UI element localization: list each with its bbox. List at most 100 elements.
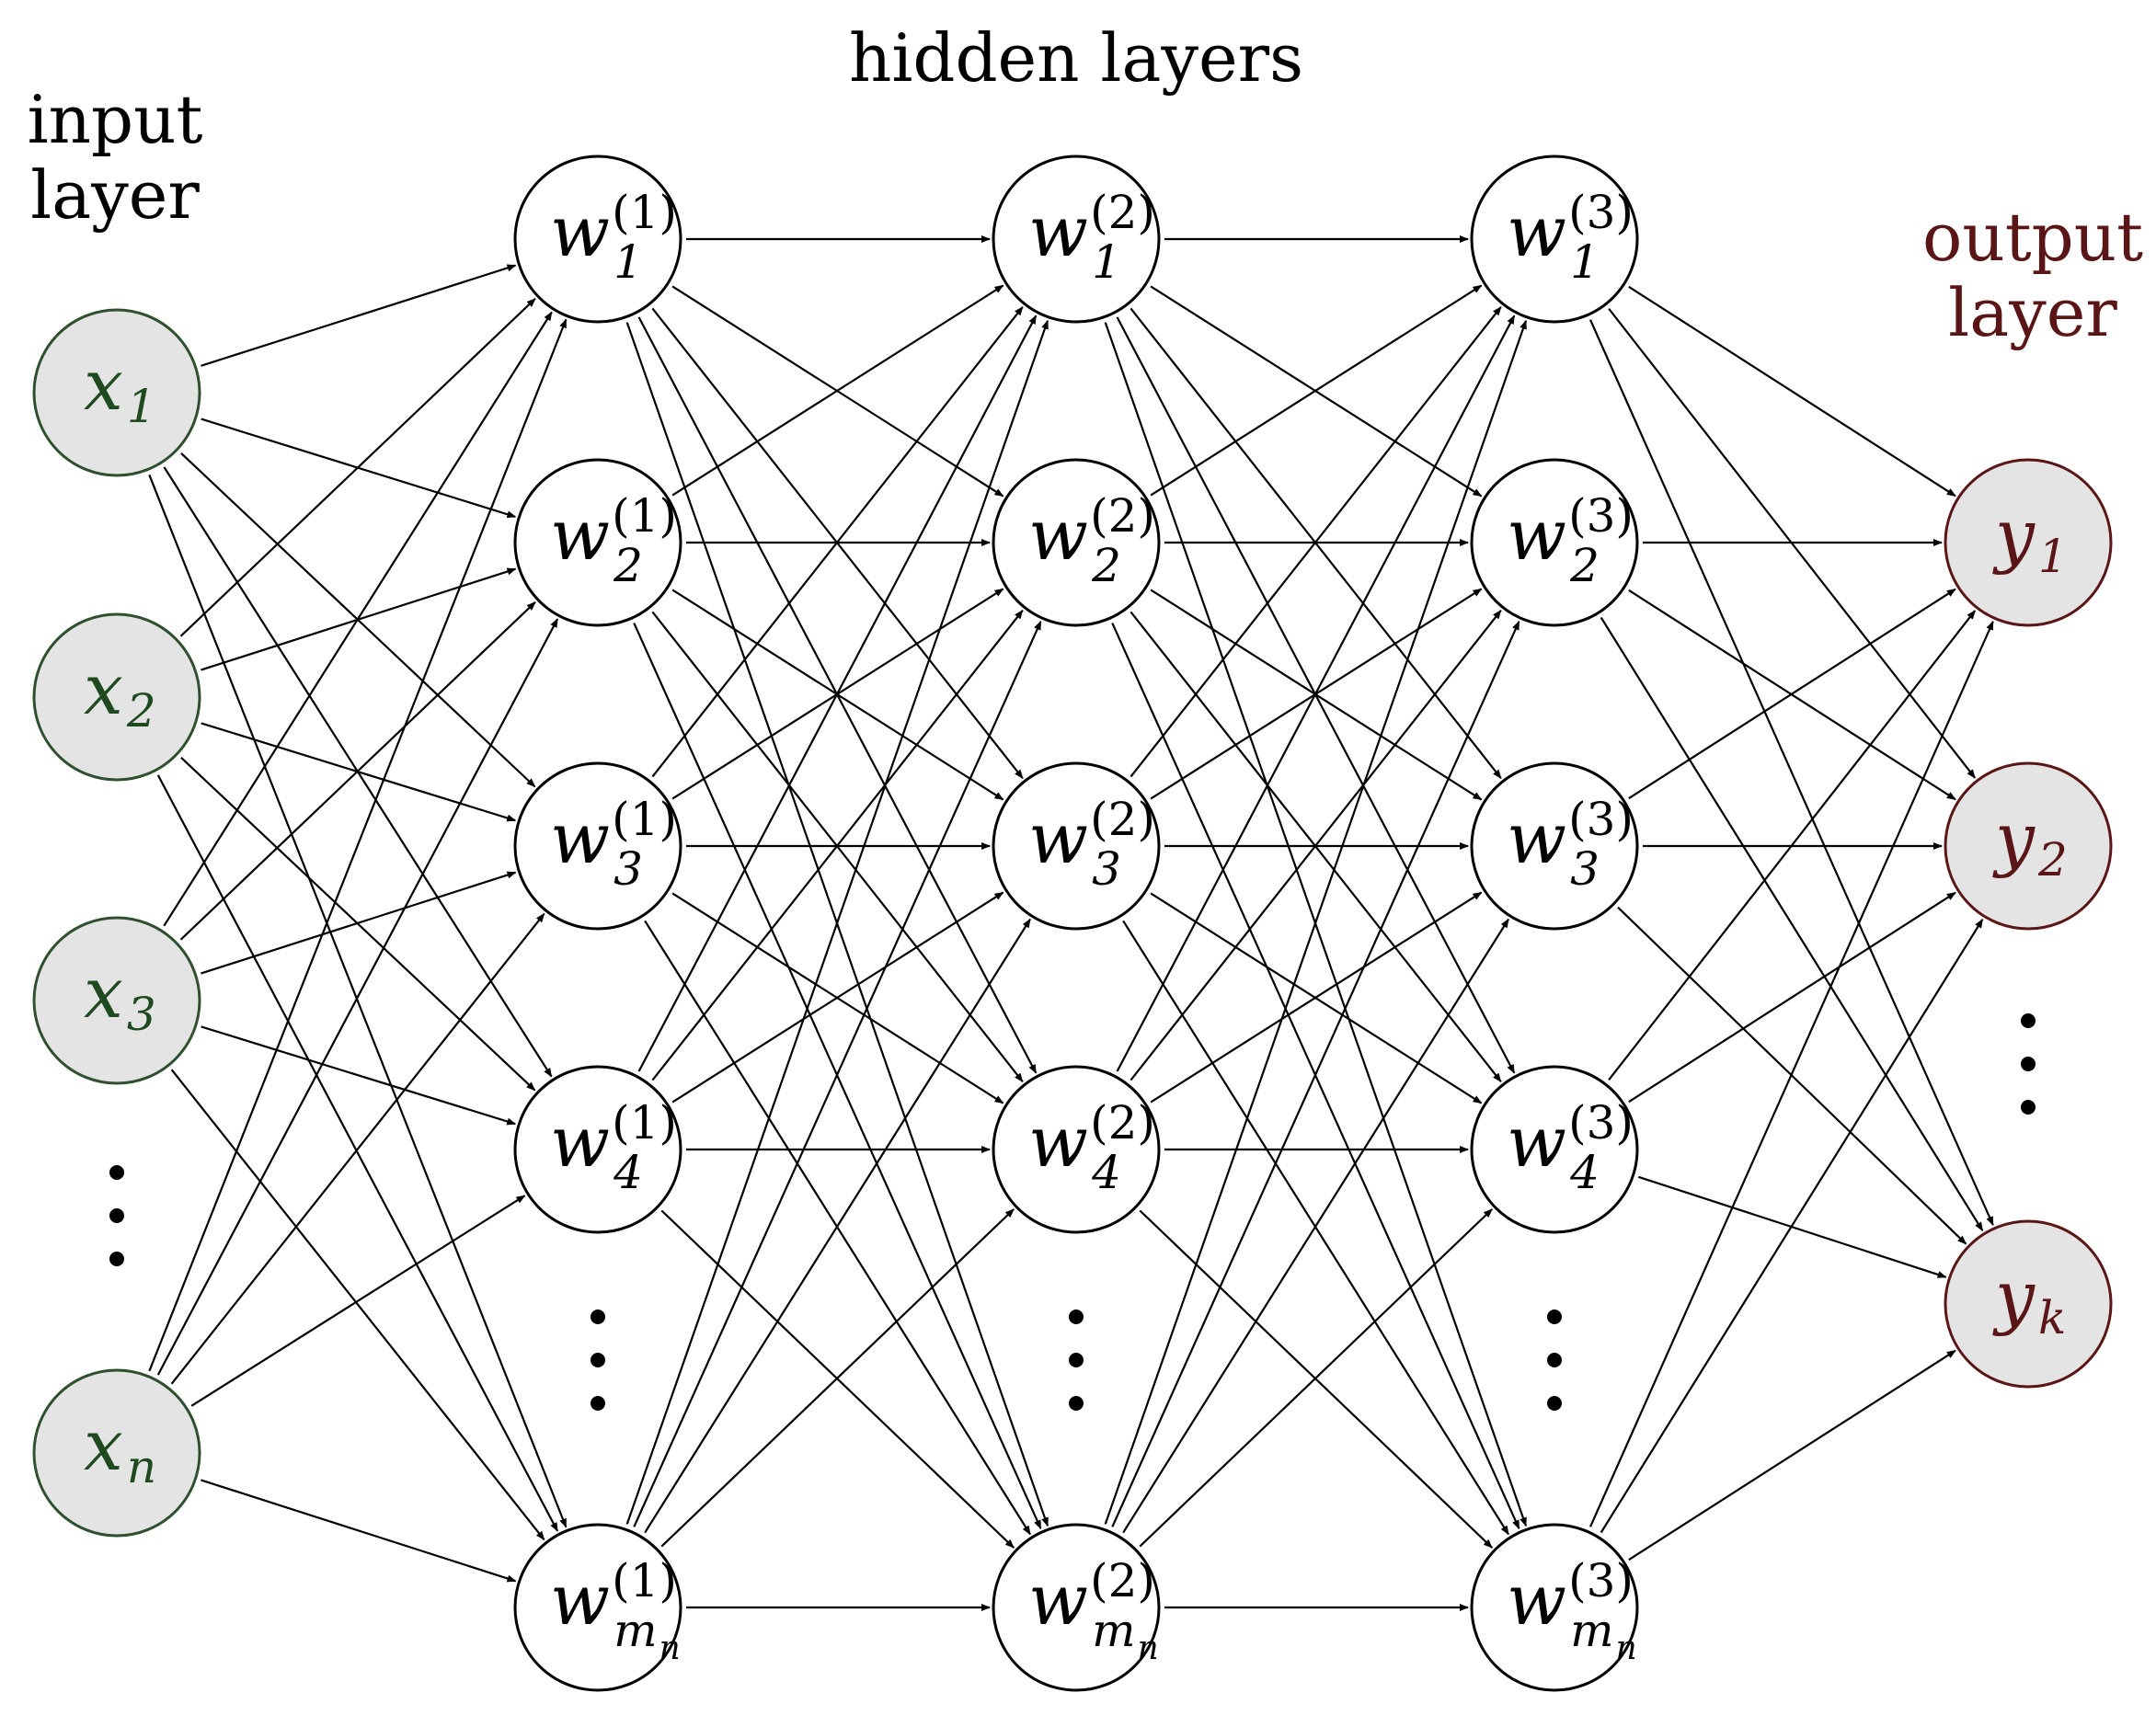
node-label: xn bbox=[84, 1404, 156, 1493]
node-label-subscript: 1 bbox=[127, 380, 156, 433]
vertical-ellipsis-icon bbox=[1069, 1310, 1084, 1411]
edge-h1-4-to-h2-3 bbox=[660, 1208, 1015, 1548]
node-circle bbox=[1944, 458, 2113, 627]
node-label-superscript: (3) bbox=[1568, 1096, 1634, 1149]
node-label-main: w bbox=[1028, 797, 1088, 879]
edge-input-1-to-h1-4 bbox=[156, 774, 559, 1532]
node-label-superscript: (3) bbox=[1568, 793, 1634, 846]
edge-input-3-to-h1-1 bbox=[156, 618, 559, 1376]
edge-h2-4-to-h3-3 bbox=[1139, 1208, 1493, 1548]
node-label-subscript: m bbox=[614, 1604, 657, 1657]
input-node-4: xn bbox=[32, 1368, 201, 1538]
node-label-main: x bbox=[84, 648, 123, 730]
node-label-subscript: 1 bbox=[614, 235, 643, 289]
node-label: w(1)1 bbox=[550, 186, 677, 289]
edge-input-2-to-h1-1 bbox=[179, 601, 536, 941]
input-node-2: x2 bbox=[32, 612, 201, 782]
ellipsis-dot bbox=[1547, 1353, 1562, 1367]
node-label-superscript: (1) bbox=[612, 1554, 677, 1607]
node-circle bbox=[1470, 1523, 1639, 1692]
node-label-subscript: 2 bbox=[1091, 539, 1121, 592]
node-label-main: w bbox=[1507, 1101, 1566, 1183]
node-label-subscript: m bbox=[1092, 1604, 1135, 1657]
output-node-3: yk bbox=[1944, 1219, 2113, 1389]
node-label-main: x bbox=[84, 1404, 123, 1486]
node-label-subscript: k bbox=[2038, 1291, 2066, 1344]
node-label-main: w bbox=[550, 1559, 610, 1641]
hidden-layer-2-node-4: w(2)4 bbox=[992, 1065, 1161, 1234]
node-label-superscript: (3) bbox=[1568, 1554, 1634, 1607]
connection-edges bbox=[148, 235, 1994, 1611]
edge-h1-4-to-h2-2 bbox=[644, 918, 1031, 1534]
node-label-superscript: (2) bbox=[1090, 489, 1155, 543]
node-label-main: w bbox=[1507, 1559, 1566, 1641]
node-label-subscript: 3 bbox=[1570, 842, 1600, 896]
edge-h3-4-to-output-2 bbox=[1628, 1349, 1956, 1561]
node-circle bbox=[992, 1065, 1161, 1234]
vertical-ellipsis-icon bbox=[1547, 1310, 1562, 1411]
node-label-subsubscript: n bbox=[1137, 1630, 1158, 1667]
node-label: w(2)2 bbox=[1028, 489, 1155, 592]
node-label-main: w bbox=[1028, 190, 1088, 272]
ellipsis-dot bbox=[2021, 1100, 2036, 1115]
hidden-layer-1-node-3: w(1)3 bbox=[513, 761, 682, 931]
output-node-2: y2 bbox=[1944, 761, 2113, 931]
input-node-1: x1 bbox=[32, 308, 201, 477]
node-label: w(1)4 bbox=[550, 1096, 677, 1199]
node-circle bbox=[513, 458, 682, 627]
edge-input-2-to-h1-3 bbox=[201, 1025, 517, 1126]
ellipsis-dot bbox=[591, 1353, 605, 1367]
edge-input-3-to-h1-3 bbox=[190, 1195, 526, 1407]
edge-h2-4-to-h3-0 bbox=[1104, 319, 1528, 1525]
node-label-main: x bbox=[84, 344, 123, 426]
hidden-layer-1-node-4: w(1)4 bbox=[513, 1065, 682, 1234]
node-label-superscript: (1) bbox=[612, 186, 677, 239]
node-label: w(2)3 bbox=[1028, 793, 1155, 896]
node-circle bbox=[992, 458, 1161, 627]
edge-h2-1-to-h3-0 bbox=[1150, 284, 1483, 497]
node-label-superscript: (3) bbox=[1568, 186, 1634, 239]
edge-input-2-to-h1-0 bbox=[163, 311, 553, 927]
node-circle bbox=[32, 916, 201, 1085]
node-label: yk bbox=[1992, 1255, 2066, 1344]
hidden-layer-1-node-2: w(1)2 bbox=[513, 458, 682, 627]
node-label: w(3)mn bbox=[1507, 1554, 1637, 1667]
ellipsis-dot bbox=[1547, 1396, 1562, 1411]
ellipsis-dot bbox=[1069, 1353, 1084, 1367]
node-label-subscript: 2 bbox=[126, 684, 156, 738]
edge-h3-2-to-output-0 bbox=[1628, 588, 1956, 800]
node-label-subscript: 2 bbox=[1569, 539, 1600, 592]
node-label-subsubscript: n bbox=[1615, 1630, 1636, 1667]
node-label-subscript: 3 bbox=[614, 842, 643, 896]
node-label-subscript: 2 bbox=[613, 539, 643, 592]
node-circle bbox=[1944, 761, 2113, 931]
ellipsis-dot bbox=[591, 1396, 605, 1411]
output-layer-title-line2: layer bbox=[1948, 274, 2117, 351]
edge-h2-4-to-h3-2 bbox=[1122, 918, 1509, 1534]
node-circle bbox=[1470, 458, 1639, 627]
node-label: w(2)1 bbox=[1028, 186, 1155, 289]
node-label-main: w bbox=[1028, 1559, 1088, 1641]
edge-input-3-to-h1-2 bbox=[170, 912, 545, 1385]
node-circle bbox=[1944, 1219, 2113, 1389]
ellipsis-dot bbox=[1069, 1310, 1084, 1324]
vertical-ellipsis-icon bbox=[591, 1310, 605, 1411]
node-label-main: w bbox=[1507, 190, 1566, 272]
node-label: x3 bbox=[84, 952, 156, 1041]
node-label: w(2)mn bbox=[1028, 1554, 1159, 1667]
edge-h2-3-to-h3-2 bbox=[1150, 891, 1483, 1104]
node-label: w(3)1 bbox=[1507, 186, 1634, 289]
ellipsis-dot bbox=[1547, 1310, 1562, 1324]
node-circle bbox=[992, 1523, 1161, 1692]
node-label-subscript: n bbox=[127, 1440, 156, 1493]
node-circle bbox=[1470, 1065, 1639, 1234]
node-label-subscript: 1 bbox=[2038, 530, 2068, 583]
node-circle bbox=[1470, 761, 1639, 931]
input-node-3: x3 bbox=[32, 916, 201, 1085]
node-label: w(1)mn bbox=[550, 1554, 681, 1667]
node-label-subscript: 4 bbox=[1091, 1146, 1121, 1199]
edge-input-3-to-h1-0 bbox=[148, 318, 568, 1372]
edge-h3-4-to-output-1 bbox=[1600, 918, 1984, 1534]
node-label-main: y bbox=[1992, 494, 2036, 576]
